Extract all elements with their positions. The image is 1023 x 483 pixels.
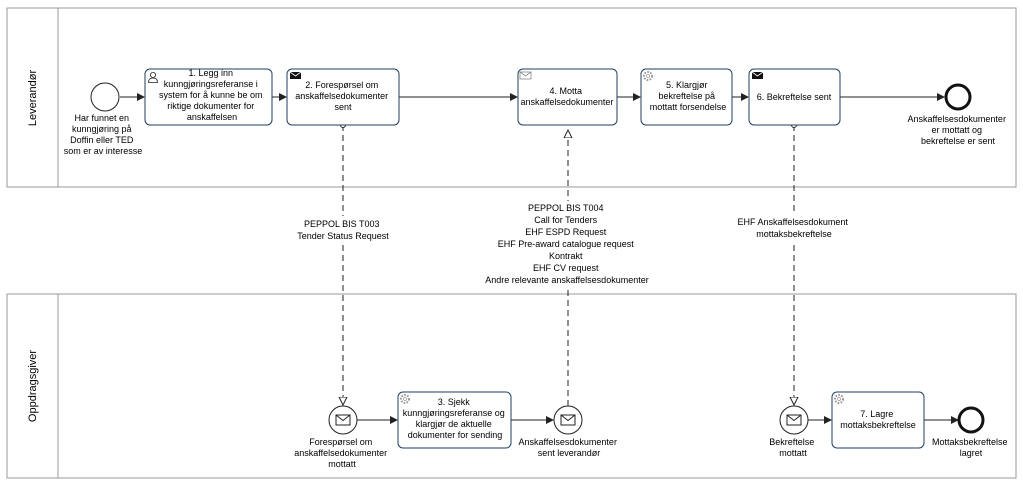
gear-icon <box>834 394 844 404</box>
envelope-icon <box>560 414 576 426</box>
task-4[interactable]: 4. Motta anskaffelsedokumenter <box>517 68 618 126</box>
gear-icon <box>400 394 410 404</box>
message-event-request-received[interactable] <box>328 405 358 435</box>
message-event-docs-sent-label: Anskaffelsesdokumenter sent leverandør <box>519 437 620 458</box>
message-flow-1-label: PEPPOL BIS T003 Tender Status Request <box>297 219 389 241</box>
lane-label-oppdragsgiver: Oppdragsgiver <box>27 350 39 422</box>
task-2-label: 2. Forespørsel om anskaffelsedokumenter … <box>295 80 390 112</box>
task-1-label: 1. Legg inn kunngjøringsreferanse i syst… <box>159 68 265 122</box>
message-event-docs-sent[interactable] <box>553 405 583 435</box>
task-2[interactable]: 2. Forespørsel om anskaffelsedokumenter … <box>286 68 400 126</box>
message-event-confirmation-received[interactable] <box>779 405 809 435</box>
end-event-top-label: Anskaffelsesdokumenter er mottatt og bek… <box>908 114 1009 146</box>
envelope-icon <box>786 414 802 426</box>
gear-icon <box>643 71 653 81</box>
lane-label-leverandor: Leverandør <box>27 70 39 127</box>
message-event-request-received-label: Forespørsel om anskaffelsedokumenter mot… <box>294 437 389 469</box>
end-event-bottom-label: Mottaksbekreftelse lagret <box>932 437 1010 458</box>
task-3-label: 3. Sjekk kunngjøringsreferanse og klargj… <box>403 397 508 440</box>
end-event-bottom[interactable] <box>957 406 985 434</box>
task-6[interactable]: 6. Bekreftelse sent <box>748 68 841 126</box>
message-flow-2-label: PEPPOL BIS T004 Call for Tenders EHF ESP… <box>485 203 648 285</box>
task-7-label: 7. Lagre mottaksbekreftelse <box>840 409 916 430</box>
task-5[interactable]: 5. Klargjør bekreftelse på mottatt forse… <box>640 68 733 126</box>
task-1[interactable]: 1. Legg inn kunngjøringsreferanse i syst… <box>144 68 273 126</box>
message-flow-3: EHF Anskaffelsesdokument mottaksbekrefte… <box>730 122 858 406</box>
envelope-icon <box>335 414 351 426</box>
user-icon <box>148 72 158 83</box>
send-envelope-icon <box>289 71 302 79</box>
message-flow-3-label: EHF Anskaffelsesdokument mottaksbekrefte… <box>738 217 851 239</box>
task-7[interactable]: 7. Lagre mottaksbekreftelse <box>831 391 925 449</box>
task-3[interactable]: 3. Sjekk kunngjøringsreferanse og klargj… <box>397 391 512 449</box>
task-5-label: 5. Klargjør bekreftelse på mottatt forse… <box>650 80 727 112</box>
task-6-label: 6. Bekreftelse sent <box>757 92 832 102</box>
receive-envelope-icon <box>519 71 532 80</box>
send-envelope-icon <box>751 71 764 79</box>
message-event-confirmation-received-label: Bekreftelse mottatt <box>769 437 817 458</box>
start-event-label: Har funnet en kunngjøring på Doffin elle… <box>64 113 143 156</box>
pool-oppdragsgiver: Oppdragsgiver <box>6 293 1017 479</box>
start-event[interactable] <box>90 82 120 112</box>
end-event-top[interactable] <box>944 83 972 111</box>
message-flow-2: PEPPOL BIS T004 Call for Tenders EHF ESP… <box>474 130 662 406</box>
task-4-label: 4. Motta anskaffelsedokumenter <box>521 86 614 107</box>
message-flow-1: PEPPOL BIS T003 Tender Status Request <box>295 122 391 406</box>
